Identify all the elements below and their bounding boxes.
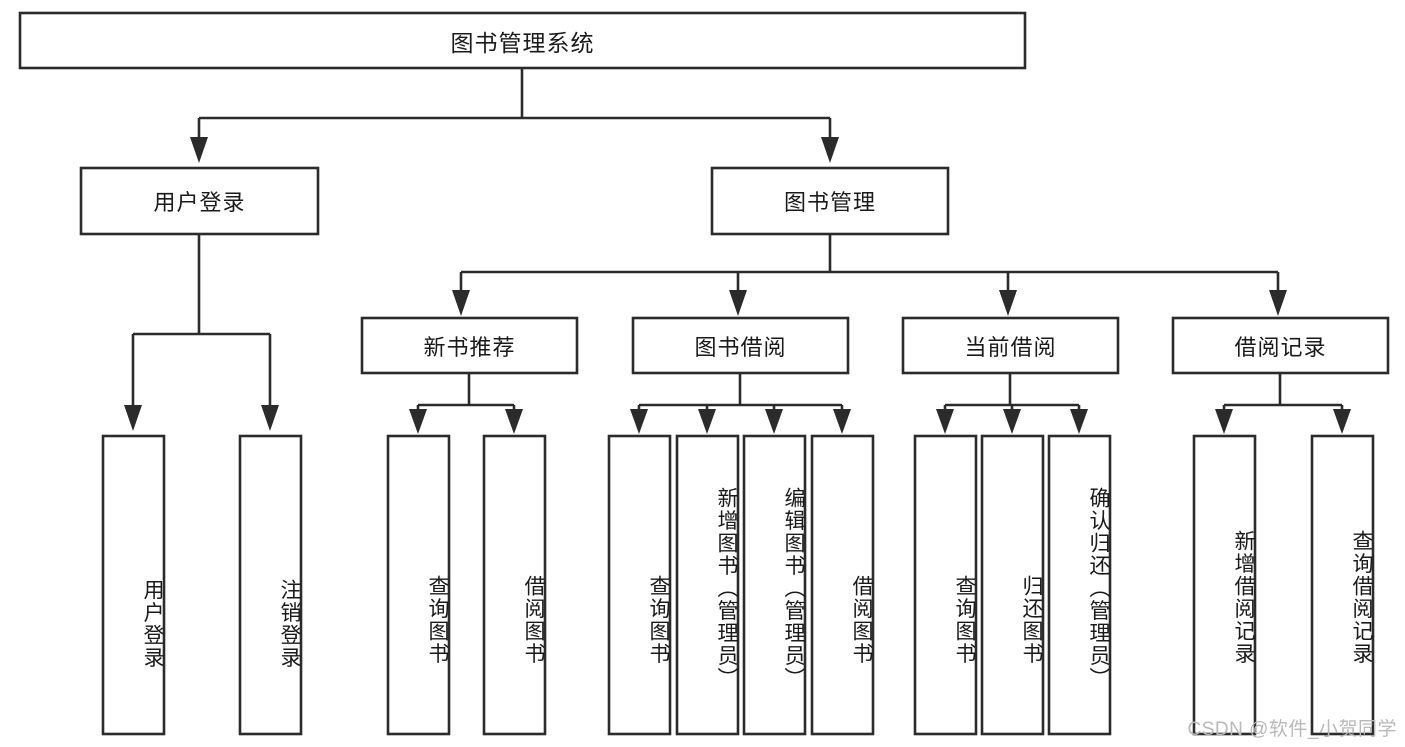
leaf-box-new-books-1[interactable] — [482, 434, 547, 736]
edge-group-new-books — [409, 372, 523, 434]
leaf-box-borrow-1[interactable] — [675, 434, 740, 736]
node-box-root[interactable] — [18, 11, 1027, 70]
edge-group-book-mgmt — [452, 233, 1287, 316]
leaf-box-current-2[interactable] — [1047, 434, 1112, 736]
arrowhead-leaf-new-books-1 — [505, 409, 523, 434]
arrowhead-book-mgmt — [821, 137, 839, 163]
arrowhead-leaf-borrow-2 — [765, 409, 783, 434]
edge-group-user-login — [124, 233, 279, 431]
leaf-box-borrow-3[interactable] — [810, 434, 875, 736]
node-box-new-books[interactable] — [360, 316, 579, 375]
arrowhead-leaf-current-0 — [936, 409, 954, 434]
arrowhead-user-login — [190, 137, 208, 163]
leaf-box-user-login-0[interactable] — [101, 434, 166, 736]
arrowhead-leaf-current-1 — [1003, 409, 1021, 434]
node-box-book-mgmt[interactable] — [710, 166, 950, 236]
leaf-box-current-1[interactable] — [980, 434, 1045, 736]
arrowhead-leaf-borrow-3 — [833, 409, 851, 434]
arrowhead-leaf-borrow-0 — [630, 409, 648, 434]
node-box-current[interactable] — [901, 316, 1120, 375]
arrowhead-leaf-records-1 — [1333, 409, 1351, 434]
arrowhead-l3-2 — [999, 290, 1017, 316]
node-box-user-login[interactable] — [79, 166, 320, 236]
arrowhead-leaf-new-books-0 — [409, 409, 427, 434]
edge-group-records — [1215, 372, 1351, 434]
arrowhead-leaf-user-login-0 — [124, 405, 142, 431]
arrowhead-leaf-borrow-1 — [698, 409, 716, 434]
leaf-box-borrow-2[interactable] — [742, 434, 807, 736]
leaf-box-user-login-1[interactable] — [238, 434, 303, 736]
arrowhead-l3-1 — [729, 290, 747, 316]
leaf-box-borrow-0[interactable] — [607, 434, 672, 736]
leaf-box-new-books-0[interactable] — [386, 434, 451, 736]
edge-group-current — [936, 372, 1088, 434]
arrowhead-l3-0 — [452, 290, 470, 316]
arrowhead-leaf-user-login-1 — [261, 405, 279, 431]
node-box-borrow[interactable] — [631, 316, 850, 375]
leaf-box-current-0[interactable] — [913, 434, 978, 736]
arrowhead-leaf-records-0 — [1215, 409, 1233, 434]
edge-group-borrow — [630, 372, 851, 434]
leaf-box-records-1[interactable] — [1310, 434, 1375, 736]
node-box-records[interactable] — [1171, 316, 1390, 375]
leaf-box-records-0[interactable] — [1192, 434, 1257, 736]
arrowhead-l3-3 — [1269, 290, 1287, 316]
arrowhead-leaf-current-2 — [1070, 409, 1088, 434]
edge-group-root — [190, 68, 839, 163]
